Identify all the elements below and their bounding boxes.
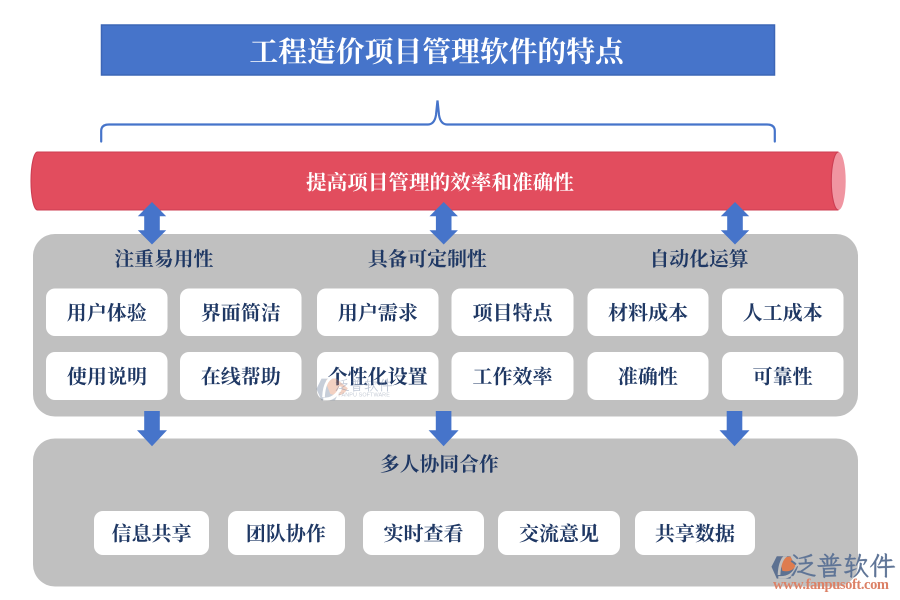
svg-text:www.fanpusoft.com: www.fanpusoft.com	[773, 577, 889, 593]
svg-text:FANPU SOFTWARE: FANPU SOFTWARE	[338, 393, 390, 399]
